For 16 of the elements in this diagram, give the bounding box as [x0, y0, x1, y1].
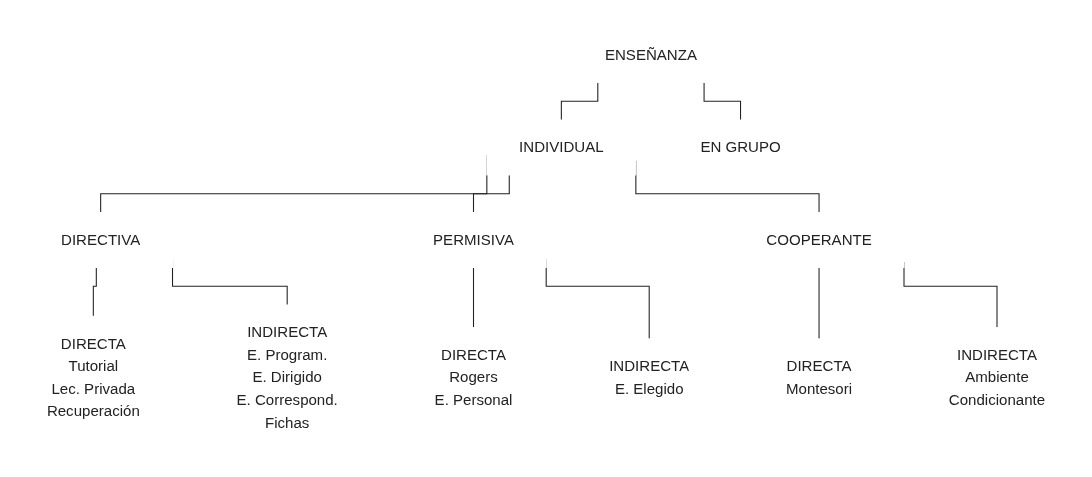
node-text: EN GRUPO: [700, 137, 781, 156]
node-text: DIRECTA Tutorial Lec. Privada Recuperación: [46, 334, 140, 420]
connector: [472, 173, 510, 213]
connector: [92, 266, 97, 317]
node-text: ENSEÑANZA: [604, 45, 697, 63]
node-text: DIRECTA Montesori: [785, 356, 853, 397]
node-text: DIRECTIVA: [61, 230, 141, 248]
node-text: PERMISIVA: [433, 230, 514, 248]
node-text: COOPERANTE: [766, 230, 872, 248]
connector: [472, 266, 475, 328]
node-text: INDIRECTA E. Elegido: [609, 356, 690, 397]
node-text: INDIRECTA Ambiente Condicionante: [948, 345, 1046, 408]
node-text: DIRECTA Rogers E. Personal: [434, 345, 513, 408]
connector: [703, 81, 742, 121]
connector: [560, 81, 599, 121]
node-text: INDIRECTA E. Program. E. Dirigido E. Correspond. Fichas: [236, 322, 338, 431]
